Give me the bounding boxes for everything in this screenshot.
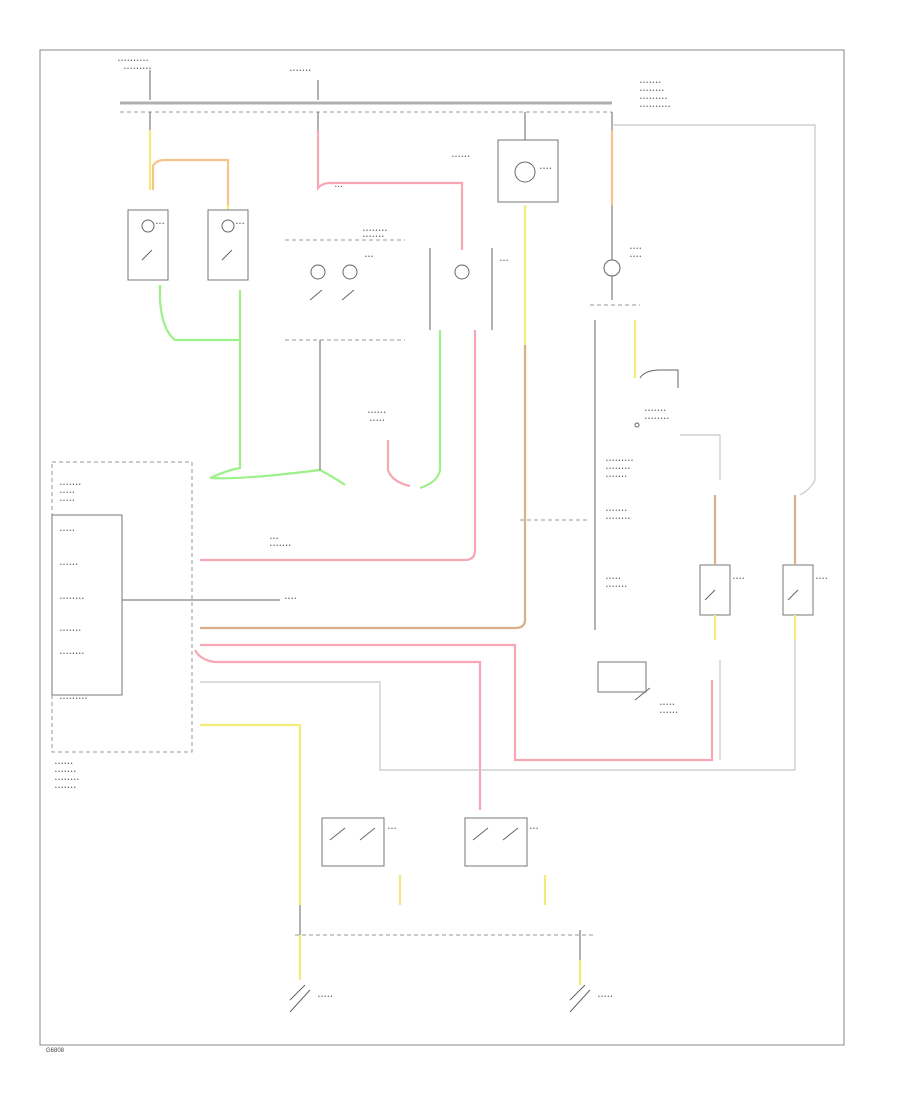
svg-text:• • • • • • •: • • • • • • • [363, 234, 384, 240]
svg-text:• • • •: • • • • [285, 596, 296, 602]
wire-gray-relay-loop [680, 434, 721, 480]
svg-text:• • • • • • •: • • • • • • • [606, 474, 627, 480]
svg-text:• • • • •: • • • • • [60, 528, 75, 534]
svg-text:• • • • • •: • • • • • • [452, 154, 470, 160]
left-rear-reading-lamp: • • • • • [289, 984, 333, 1013]
svg-text:• • • • • • • • • •: • • • • • • • • • • [118, 58, 148, 64]
svg-text:• • • • • • • • •: • • • • • • • • • [124, 66, 151, 72]
svg-text:• • •: • • • [530, 826, 538, 832]
svg-text:• • • • • • • •: • • • • • • • • [606, 516, 630, 522]
relay-switch-right: • • • • • • • • • • • • • • • [634, 369, 679, 428]
diagram-code: G6808 [46, 1048, 65, 1054]
right-junction-label: • • • • • • • • • • • • • • • • • • • • … [640, 80, 670, 110]
svg-text:• • • • • • • • •: • • • • • • • • • [640, 96, 667, 102]
svg-text:• • • • • • •: • • • • • • • [290, 68, 311, 74]
wire-pink-center-feed [316, 130, 464, 250]
liftgate-switch: • • • • • • • • • • • [597, 661, 678, 716]
svg-text:• • • • • • • •: • • • • • • • • [640, 88, 664, 94]
svg-text:• • •: • • • [270, 536, 278, 542]
svg-text:• • • • • • • •: • • • • • • • • [363, 228, 387, 234]
svg-text:• • • • • • • •: • • • • • • • • [645, 416, 669, 422]
courtesy-relay-1: • • • • [699, 564, 744, 616]
left-fuse-group: • • • • • • • • • • • • • • • • • • • [118, 58, 151, 130]
svg-text:• • • • • • • • •: • • • • • • • • • [60, 696, 87, 702]
svg-text:• • • • •: • • • • • [370, 418, 385, 424]
wire-gray-right-outer [612, 124, 816, 496]
wire-orange-left-bridge [151, 158, 230, 205]
svg-text:• • • • • • • •: • • • • • • • • [60, 651, 84, 657]
svg-text:• • • • •: • • • • • [598, 994, 613, 1000]
center-fuse-group: • • • • • • • [290, 68, 319, 130]
svg-text:• • • • • • •: • • • • • • • [55, 785, 76, 791]
svg-text:• • • • •: • • • • • [60, 498, 75, 504]
courtesy-relay-2: • • • • [782, 564, 827, 616]
wire-green-left-ground [158, 285, 242, 480]
svg-text:• • • • • •: • • • • • • [55, 761, 73, 767]
left-courtesy-lamp: • • • [127, 209, 169, 281]
diagram-frame [39, 49, 845, 1046]
right-rear-reading-lamp: • • • • • [569, 984, 613, 1013]
svg-text:• • • • • • •: • • • • • • • [60, 482, 81, 488]
svg-text:• • • • • • • • • •: • • • • • • • • • • [640, 104, 670, 110]
svg-text:• • • • • •: • • • • • • [60, 562, 78, 568]
svg-text:• • • • •: • • • • • [606, 576, 621, 582]
svg-text:• • •: • • • [236, 221, 244, 227]
wire-pink-ground-splice [386, 440, 411, 488]
wire-green-to-module [209, 468, 346, 486]
right-module-labels: • • • • • • • • • • • • • • • • • • • • … [606, 458, 633, 590]
lamp-right-top: • • • • • • • • [603, 205, 641, 300]
illuminated-entry-module: • • • • • • • • • • [452, 139, 559, 203]
svg-text:• • • • • • • • •: • • • • • • • • • [606, 458, 633, 464]
wire-gray-lower-loop [200, 681, 795, 771]
wire-green-center-ground [419, 330, 442, 490]
svg-text:• • • • • • •: • • • • • • • [640, 80, 661, 86]
svg-text:• • • • • • •: • • • • • • • [606, 508, 627, 514]
svg-text:• • • • • • •: • • • • • • • [55, 769, 76, 775]
svg-text:• • • • • • • •: • • • • • • • • [55, 777, 79, 783]
svg-text:• • • • •: • • • • • [60, 490, 75, 496]
svg-text:• • • •: • • • • [733, 576, 744, 582]
svg-text:• • •: • • • [156, 221, 164, 227]
wire-pink-door-ajar [200, 330, 477, 562]
svg-text:• • • • •: • • • • • [318, 994, 333, 1000]
svg-text:• • • • • • • •: • • • • • • • • [606, 466, 630, 472]
svg-text:• • •: • • • [388, 826, 396, 832]
wire-yellow-lower-left [200, 723, 302, 905]
svg-text:• • • • • • •: • • • • • • • [270, 543, 291, 549]
svg-text:• • • • • • •: • • • • • • • [645, 408, 666, 414]
svg-text:• • • •: • • • • [540, 166, 551, 172]
wire-pink-lower-feed [194, 649, 482, 810]
body-control-module: • • • • • • • • • • • • • • • • • • • • … [51, 461, 193, 791]
svg-text:• • •: • • • [365, 254, 373, 260]
svg-text:• • • •: • • • • [630, 246, 641, 252]
svg-text:• • •: • • • [500, 258, 508, 264]
svg-text:• • •: • • • [335, 184, 343, 189]
left-rear-door-switch: • • • [321, 817, 396, 867]
right-courtesy-lamp: • • • [207, 209, 249, 281]
svg-text:• • • •: • • • • [816, 576, 827, 582]
wire-pink-return-loop [200, 643, 714, 762]
svg-text:• • • • • • •: • • • • • • • [60, 628, 81, 634]
svg-text:• • • •: • • • • [630, 254, 641, 260]
svg-text:• • • • • • • •: • • • • • • • • [60, 596, 84, 602]
svg-text:• • • • • •: • • • • • • [368, 410, 386, 416]
wire-tan-right-center [200, 345, 527, 630]
cargo-lamp: • • • [429, 248, 508, 330]
svg-text:• • • • •: • • • • • [660, 702, 675, 708]
dome-lamp-cluster: • • • • • • • • • • • • • • • • • • [285, 228, 405, 341]
svg-text:• • • • • •: • • • • • • [660, 710, 678, 716]
svg-text:• • • • • • •: • • • • • • • [606, 584, 627, 590]
right-rear-door-switch: • • • [464, 817, 538, 867]
